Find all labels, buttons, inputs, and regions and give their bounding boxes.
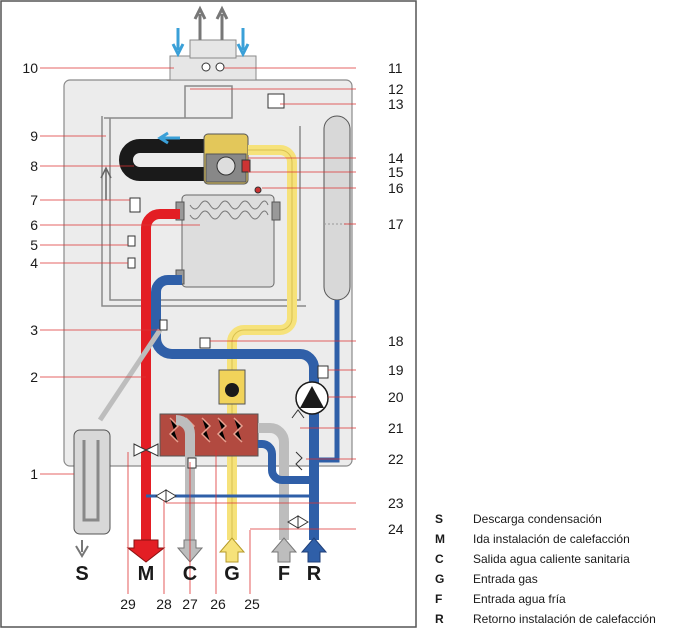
pressure-switch	[267, 93, 285, 109]
burner-fins	[189, 200, 269, 220]
drain-21	[291, 409, 305, 419]
legend-row-s: S Descarga condensación	[435, 512, 602, 526]
legend-text: Retorno instalación de calefacción	[473, 612, 656, 626]
condensate-line	[97, 328, 163, 422]
callout-11: 11	[388, 60, 403, 76]
connection-letter-g: G	[224, 563, 240, 585]
condensate-siphon	[73, 429, 111, 535]
expansion-vessel	[323, 115, 351, 301]
callout-14: 14	[388, 150, 404, 166]
callout-9: 9	[30, 128, 38, 144]
callout-17: 17	[388, 216, 404, 232]
fill-tap-24	[287, 515, 309, 529]
gas-valve-box	[241, 159, 251, 173]
legend-text: Entrada agua fría	[473, 592, 566, 606]
callout-24: 24	[388, 521, 404, 537]
callout-5: 5	[30, 237, 38, 253]
legend-text: Entrada gas	[473, 572, 538, 586]
flue-outlet	[189, 39, 237, 59]
legend-row-m: M Ida instalación de calefacción	[435, 532, 630, 546]
callout-12: 12	[388, 81, 404, 97]
callout-8: 8	[30, 158, 38, 174]
ignition-electrode	[254, 186, 262, 194]
callout-1: 1	[30, 466, 38, 482]
air-chamber	[104, 85, 301, 301]
callout-15: 15	[388, 164, 404, 180]
callout-23: 23	[388, 495, 404, 511]
dhw-outlet-pipe	[175, 415, 195, 540]
sensor-3	[159, 319, 168, 331]
air-vent-19	[317, 365, 329, 379]
legend-text: Ida instalación de calefacción	[473, 532, 630, 546]
callout-13: 13	[388, 96, 404, 112]
legend-text: Descarga condensación	[473, 512, 602, 526]
heat-exchanger	[181, 194, 275, 288]
sensor-5	[127, 235, 136, 247]
sensor-4	[127, 257, 136, 269]
callout-26: 26	[210, 596, 226, 612]
callout-25: 25	[244, 596, 260, 612]
callout-7: 7	[30, 192, 38, 208]
callout-10: 10	[22, 60, 38, 76]
callout-28: 28	[156, 596, 172, 612]
callout-22: 22	[388, 451, 404, 467]
callout-leaders-right	[166, 67, 356, 530]
callout-leaders-left	[40, 67, 200, 475]
bottom-connection-arrows	[75, 537, 328, 563]
air-flow-arrow	[100, 166, 112, 200]
heating-return-pipe	[151, 275, 319, 540]
connection-letter-f: F	[277, 563, 291, 585]
callout-2: 2	[30, 369, 38, 385]
connection-letter-c: C	[182, 563, 198, 585]
connection-letter-r: R	[306, 563, 322, 585]
heating-flow-pipe	[141, 209, 180, 540]
fill-valve-28	[155, 489, 177, 503]
legend-row-g: G Entrada gas	[435, 572, 538, 586]
callout-leaders-bottom	[127, 450, 251, 594]
flow-sensor-27	[187, 457, 197, 469]
callout-3: 3	[30, 322, 38, 338]
three-way-valve	[133, 443, 159, 457]
thermostat-7	[129, 197, 141, 213]
analysis-port-2	[215, 62, 225, 72]
callout-20: 20	[388, 389, 404, 405]
pump-icon	[300, 386, 324, 408]
legend-key: C	[435, 552, 444, 566]
legend-key: G	[435, 572, 445, 586]
safety-valve-22	[295, 451, 303, 471]
legend-row-c: C Salida agua caliente sanitaria	[435, 552, 630, 566]
legend-key: S	[435, 512, 444, 526]
air-intake-arrows	[171, 28, 250, 58]
legend-row-f: F Entrada agua fría	[435, 592, 566, 606]
callout-27: 27	[182, 596, 198, 612]
legend-row-r: R Retorno instalación de calefacción	[435, 612, 656, 626]
callout-29: 29	[120, 596, 136, 612]
callout-21: 21	[388, 420, 404, 436]
analysis-port-1	[201, 62, 211, 72]
cold-water-pipe	[258, 423, 289, 540]
fan-duct	[119, 139, 205, 181]
legend-key: F	[435, 592, 443, 606]
connection-letter-m: M	[137, 563, 155, 585]
vessel-connection	[314, 300, 340, 463]
fan-spiral-icon	[216, 156, 236, 176]
callout-18: 18	[388, 333, 404, 349]
callout-6: 6	[30, 217, 38, 233]
vent-18	[199, 337, 211, 349]
callout-4: 4	[30, 255, 38, 271]
connection-letter-s: S	[75, 563, 89, 585]
legend-key: R	[435, 612, 444, 626]
exhaust-arrows	[193, 5, 229, 40]
callout-19: 19	[388, 362, 404, 378]
callout-16: 16	[388, 180, 404, 196]
legend-text: Salida agua caliente sanitaria	[473, 552, 630, 566]
legend-key: M	[435, 532, 445, 546]
